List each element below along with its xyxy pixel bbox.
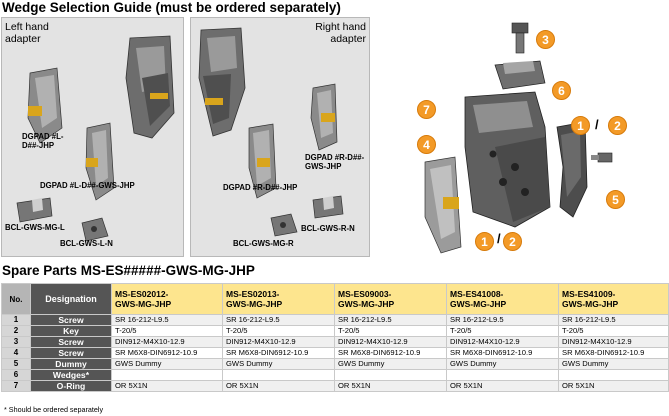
wedge-label: BCL-GWS-MG-R bbox=[233, 239, 294, 248]
table-cell: T-20/5 bbox=[446, 325, 559, 337]
panel-title: Right hand adapter bbox=[315, 21, 366, 45]
header-part-number: MS-ES41009- GWS-MG-JHP bbox=[558, 283, 669, 315]
callout-badge: 7 bbox=[417, 100, 436, 119]
row-number: 3 bbox=[1, 336, 31, 348]
table-cell: SR M6X8-DIN6912-10.9 bbox=[111, 347, 223, 359]
table-cell: GWS Dummy bbox=[446, 358, 559, 370]
wedge-label: BCL-GWS-L-N bbox=[60, 239, 113, 248]
left-hand-adapter-panel: Left hand adapter DGPAD #L- D##-JHP DGPA… bbox=[1, 17, 184, 257]
table-cell bbox=[111, 369, 223, 381]
table-cell: SR 16-212-L9.5 bbox=[558, 314, 669, 326]
table-cell: SR M6X8-DIN6912-10.9 bbox=[334, 347, 447, 359]
spare-parts-title: Spare Parts MS-ES#####-GWS-MG-JHP bbox=[2, 263, 255, 278]
exploded-view-diagram: 3 6 7 4 1 / 2 5 1 / 2 bbox=[395, 17, 667, 257]
row-designation: Screw bbox=[30, 336, 112, 348]
wedge-label: DGPAD #R-D##- GWS-JHP bbox=[305, 153, 365, 171]
table-cell bbox=[446, 369, 559, 381]
left-adapter-illustration bbox=[16, 35, 175, 242]
row-designation: Dummy bbox=[30, 358, 112, 370]
wedge-label: BCL-GWS-MG-L bbox=[5, 223, 65, 232]
right-hand-adapter-panel: Right hand adapter DGPAD #R-D##- GWS-JHP… bbox=[190, 17, 370, 257]
callout-badge: 1 bbox=[475, 232, 494, 251]
callout-badge: 2 bbox=[503, 232, 522, 251]
table-cell bbox=[222, 369, 335, 381]
header-no: No. bbox=[1, 283, 31, 315]
wedge-label: BCL-GWS-R-N bbox=[301, 224, 355, 233]
wedge-label: DGPAD #R-D##-JHP bbox=[223, 183, 298, 192]
table-cell bbox=[334, 369, 447, 381]
callout-badge: 5 bbox=[606, 190, 625, 209]
table-cell: SR M6X8-DIN6912-10.9 bbox=[558, 347, 669, 359]
table-cell: DIN912-M4X10-12.9 bbox=[558, 336, 669, 348]
table-cell: DIN912-M4X10-12.9 bbox=[446, 336, 559, 348]
panel-title: Left hand adapter bbox=[5, 21, 49, 45]
table-cell: GWS Dummy bbox=[334, 358, 447, 370]
header-part-number: MS-ES02012- GWS-MG-JHP bbox=[111, 283, 223, 315]
table-cell: OR 5X1N bbox=[446, 380, 559, 392]
row-designation: Key bbox=[30, 325, 112, 337]
row-designation: Screw bbox=[30, 347, 112, 359]
table-cell: SR 16-212-L9.5 bbox=[111, 314, 223, 326]
table-cell: SR M6X8-DIN6912-10.9 bbox=[222, 347, 335, 359]
row-number: 7 bbox=[1, 380, 31, 392]
table-cell: T-20/5 bbox=[111, 325, 223, 337]
callout-badge: 1 bbox=[571, 116, 590, 135]
table-cell: OR 5X1N bbox=[558, 380, 669, 392]
callout-separator: / bbox=[497, 231, 501, 246]
table-cell: T-20/5 bbox=[222, 325, 335, 337]
header-designation: Designation bbox=[30, 283, 112, 315]
table-cell: OR 5X1N bbox=[111, 380, 223, 392]
wedge-label: DGPAD #L- D##-JHP bbox=[22, 132, 64, 150]
table-cell: DIN912-M4X10-12.9 bbox=[222, 336, 335, 348]
table-cell: SR 16-212-L9.5 bbox=[222, 314, 335, 326]
header-part-number: MS-ES09003- GWS-MG-JHP bbox=[334, 283, 447, 315]
table-cell: OR 5X1N bbox=[222, 380, 335, 392]
table-cell: SR M6X8-DIN6912-10.9 bbox=[446, 347, 559, 359]
row-number: 1 bbox=[1, 314, 31, 326]
table-cell: OR 5X1N bbox=[334, 380, 447, 392]
row-number: 4 bbox=[1, 347, 31, 359]
row-number: 5 bbox=[1, 358, 31, 370]
row-designation: Screw bbox=[30, 314, 112, 326]
page-title: Wedge Selection Guide (must be ordered s… bbox=[2, 0, 341, 15]
callout-badge: 4 bbox=[417, 135, 436, 154]
callout-badge: 2 bbox=[608, 116, 627, 135]
table-cell: T-20/5 bbox=[334, 325, 447, 337]
table-cell: GWS Dummy bbox=[111, 358, 223, 370]
table-cell: SR 16-212-L9.5 bbox=[446, 314, 559, 326]
table-cell bbox=[558, 369, 669, 381]
table-cell: SR 16-212-L9.5 bbox=[334, 314, 447, 326]
row-designation: Wedges* bbox=[30, 369, 112, 381]
callout-badge: 6 bbox=[552, 81, 571, 100]
callout-badge: 3 bbox=[536, 30, 555, 49]
table-cell: DIN912-M4X10-12.9 bbox=[111, 336, 223, 348]
callout-separator: / bbox=[595, 117, 599, 132]
row-number: 2 bbox=[1, 325, 31, 337]
table-cell: GWS Dummy bbox=[222, 358, 335, 370]
table-cell: GWS Dummy bbox=[558, 358, 669, 370]
spare-parts-table: No. Designation MS-ES02012- GWS-MG-JHP M… bbox=[1, 283, 669, 392]
footnote: * Should be ordered separately bbox=[4, 405, 104, 414]
right-adapter-illustration bbox=[198, 27, 344, 237]
exploded-assembly-illustration bbox=[424, 22, 613, 254]
header-part-number: MS-ES41008- GWS-MG-JHP bbox=[446, 283, 559, 315]
header-part-number: MS-ES02013- GWS-MG-JHP bbox=[222, 283, 335, 315]
row-designation: O-Ring bbox=[30, 380, 112, 392]
table-cell: DIN912-M4X10-12.9 bbox=[334, 336, 447, 348]
table-cell: T-20/5 bbox=[558, 325, 669, 337]
wedge-label: DGPAD #L-D##-GWS-JHP bbox=[40, 181, 135, 190]
row-number: 6 bbox=[1, 369, 31, 381]
table-header-row: No. Designation MS-ES02012- GWS-MG-JHP M… bbox=[1, 283, 669, 315]
